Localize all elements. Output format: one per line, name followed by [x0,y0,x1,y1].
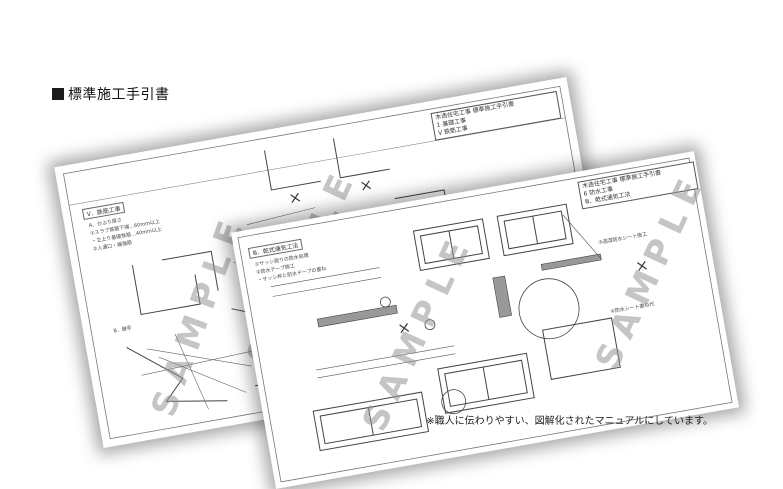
waterproofing-drawings [237,157,733,483]
manual-sheet-front: 木造住宅工事 標準施工手引書 6 防水工事 Ⅲ．乾式通気工法 Ⅲ．乾式通気工法 … [230,151,740,489]
page-heading: 標準施工手引書 [52,84,170,104]
heading-square-icon [52,88,64,100]
heading-text: 標準施工手引書 [68,87,170,103]
caption-note: ※職人に伝わりやすい、図解化されたマニュアルにしています。 [426,416,713,427]
